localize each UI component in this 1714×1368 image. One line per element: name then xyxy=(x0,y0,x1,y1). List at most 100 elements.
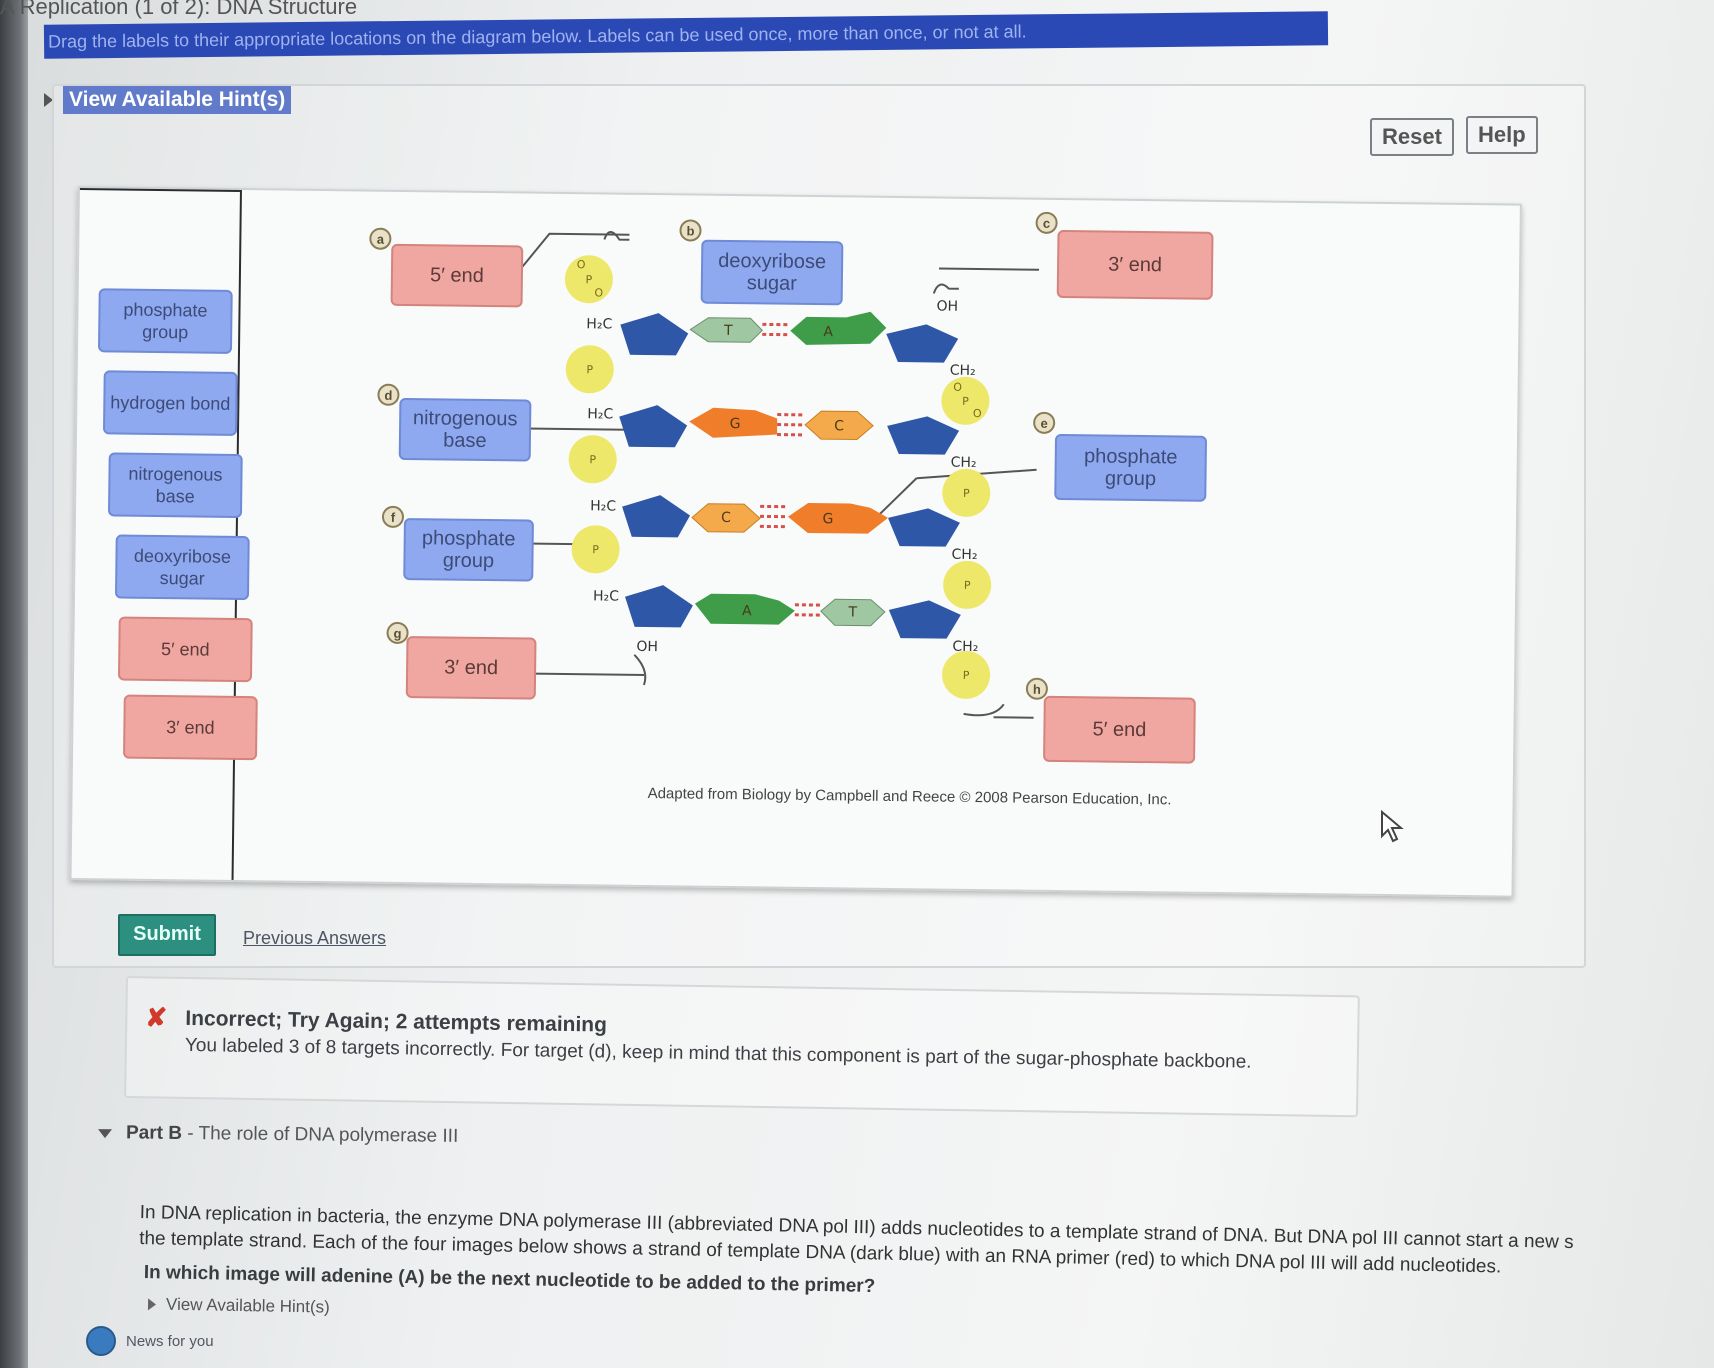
help-button[interactable]: Help xyxy=(1466,116,1538,154)
incorrect-x-icon: ✘ xyxy=(145,1002,168,1033)
bank-label-deoxyribose-sugar[interactable]: deoxyribose sugar xyxy=(114,534,250,601)
chem-label-ch2: CH₂ xyxy=(951,547,977,563)
feedback-title: Incorrect; Try Again; 2 attempts remaini… xyxy=(185,1006,608,1037)
chem-label-ch2: CH₂ xyxy=(950,363,976,379)
diagram-workspace: phosphate group hydrogen bond nitrogenou… xyxy=(69,186,1522,898)
target-d-nitrogenous-base[interactable]: nitrogenous base xyxy=(398,397,532,462)
target-e-phosphate-group[interactable]: phosphate group xyxy=(1054,433,1208,502)
part-b-header[interactable]: Part B - The role of DNA polymerase III xyxy=(97,1122,459,1148)
chem-label-p: P xyxy=(589,453,596,466)
base-A xyxy=(790,311,887,345)
part-b-title: - The role of DNA polymerase III xyxy=(181,1122,459,1147)
chem-label-p: P xyxy=(963,487,970,500)
bank-label-nitrogenous-base[interactable]: nitrogenous base xyxy=(107,452,243,519)
phosphate-circle xyxy=(942,650,991,699)
leader-lines xyxy=(508,231,1040,719)
phosphate-circle xyxy=(564,255,613,304)
target-marker-e: e xyxy=(1033,411,1056,434)
base-pairs xyxy=(689,311,889,627)
base-letter: C xyxy=(834,418,844,434)
chem-label-p: P xyxy=(962,395,969,408)
feedback-box: ✘ Incorrect; Try Again; 2 attempts remai… xyxy=(124,976,1360,1118)
part-b-title-wrap: Part B - The role of DNA polymerase III xyxy=(125,1122,459,1147)
view-hints-link[interactable]: View Available Hint(s) xyxy=(63,86,292,114)
target-b-deoxyribose-sugar[interactable]: deoxyribose sugar xyxy=(700,239,844,306)
base-letter: G xyxy=(822,511,833,527)
chem-label-ch2: CH₂ xyxy=(952,639,978,655)
taskbar-news-widget[interactable]: News for you xyxy=(86,1326,214,1356)
part-b-hint-toggle[interactable]: View Available Hint(s) xyxy=(147,1294,330,1317)
base-letter: G xyxy=(730,416,741,432)
caret-right-icon xyxy=(147,1298,157,1311)
chem-label-oh: OH xyxy=(936,298,958,314)
base-letter: A xyxy=(823,324,833,340)
chem-label-o: O xyxy=(953,381,962,394)
part-b-prefix: Part B xyxy=(125,1122,183,1144)
base-A xyxy=(694,593,795,625)
label-bank-border xyxy=(79,188,240,192)
bank-label-phosphate-group[interactable]: phosphate group xyxy=(97,288,233,354)
base-C xyxy=(691,503,761,533)
base-letter: T xyxy=(723,323,733,339)
chem-label-p: P xyxy=(585,273,592,286)
page-title: A Replication (1 of 2): DNA Structure xyxy=(0,0,358,19)
target-marker-f: f xyxy=(381,505,405,529)
hint-toggle[interactable]: View Available Hint(s) xyxy=(44,86,292,114)
target-a-5-end[interactable]: 5′ end xyxy=(390,243,524,308)
chem-label-p: P xyxy=(586,363,593,376)
feedback-message: You labeled 3 of 8 targets incorrectly. … xyxy=(184,1034,1252,1073)
phosphate-circle xyxy=(941,376,990,425)
sugar-pentagon xyxy=(886,324,959,363)
target-marker-h: h xyxy=(1025,677,1049,700)
chem-label-o: O xyxy=(973,407,982,420)
chem-label-h2c: H₂C xyxy=(593,588,619,604)
bank-label-5-end[interactable]: 5′ end xyxy=(117,616,253,683)
part-b-view-hints-link[interactable]: View Available Hint(s) xyxy=(165,1294,330,1317)
base-C xyxy=(804,410,874,441)
target-marker-d: d xyxy=(377,383,400,406)
sugar-pentagon xyxy=(622,495,691,538)
chem-label-h2c: H₂C xyxy=(590,498,616,514)
target-h-5-end[interactable]: 5′ end xyxy=(1043,695,1196,764)
right-backbone xyxy=(886,324,992,699)
bank-label-3-end[interactable]: 3′ end xyxy=(123,694,258,761)
target-marker-b: b xyxy=(679,219,702,242)
news-icon xyxy=(86,1326,116,1356)
bank-label-hydrogen-bond[interactable]: hydrogen bond xyxy=(102,370,238,436)
base-letter: T xyxy=(847,604,857,620)
sugar-pentagon xyxy=(888,508,960,547)
base-G xyxy=(788,502,889,534)
phosphate-circle xyxy=(942,468,991,517)
target-marker-a: a xyxy=(369,227,392,250)
base-G xyxy=(689,407,778,438)
chem-label-o: O xyxy=(594,286,603,299)
target-f-phosphate-group[interactable]: phosphate group xyxy=(403,518,534,582)
left-backbone xyxy=(564,255,693,628)
phosphate-circle xyxy=(568,435,617,484)
base-T xyxy=(689,317,763,343)
base-T xyxy=(820,598,886,627)
chem-label-o: O xyxy=(577,258,586,271)
sugar-pentagon xyxy=(887,416,960,455)
phosphate-circle xyxy=(565,345,614,394)
news-label: News for you xyxy=(126,1332,214,1350)
caret-right-icon xyxy=(44,93,53,107)
part-b-question: In which image will adenine (A) be the n… xyxy=(143,1262,876,1298)
chem-label-p: P xyxy=(964,579,971,592)
target-g-3-end[interactable]: 3′ end xyxy=(405,636,537,700)
chem-label-p: P xyxy=(963,669,970,682)
caret-down-icon xyxy=(97,1128,113,1138)
mouse-cursor-icon xyxy=(1381,810,1404,843)
base-letter: C xyxy=(721,510,731,526)
chem-label-h2c: H₂C xyxy=(586,316,612,332)
target-marker-g: g xyxy=(386,621,409,645)
chem-label-ch2: CH₂ xyxy=(951,455,977,471)
reset-button[interactable]: Reset xyxy=(1370,118,1454,156)
sugar-pentagon xyxy=(888,600,961,639)
target-c-3-end[interactable]: 3′ end xyxy=(1056,229,1214,300)
previous-answers-link[interactable]: Previous Answers xyxy=(243,928,387,948)
chem-label-p: P xyxy=(592,543,599,556)
chem-label-oh: OH xyxy=(636,639,658,655)
submit-button[interactable]: Submit xyxy=(118,914,216,956)
phosphate-circle xyxy=(571,525,620,574)
